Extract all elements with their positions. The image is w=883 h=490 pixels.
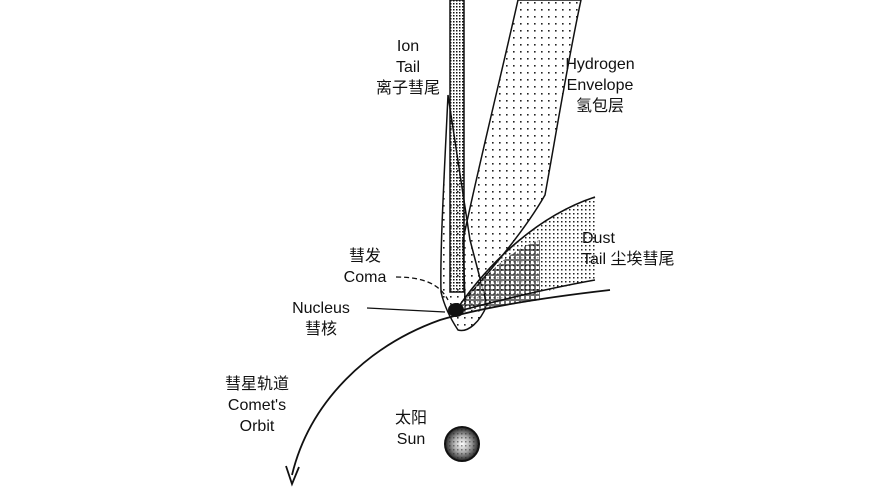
label-line: 氢包层 — [575, 98, 624, 115]
dust-tail-label: Dust Tail 尘埃彗尾 — [582, 228, 674, 270]
sun-label: 太阳 Sun — [386, 408, 436, 450]
nucleus — [448, 303, 464, 317]
label-line: Ion — [396, 38, 420, 55]
label-line: 彗星轨道 — [224, 376, 289, 393]
label-line: Dust — [582, 230, 615, 247]
label-line: Nucleus — [292, 300, 350, 317]
label-line: Coma — [343, 269, 387, 286]
ion-tail — [449, 0, 465, 293]
label-line: 彗核 — [304, 321, 337, 338]
label-line: Comet's — [227, 397, 287, 414]
label-line: 离子彗尾 — [375, 80, 440, 97]
label-line: Tail 尘埃彗尾 — [582, 251, 675, 268]
arrow-head-icon — [285, 465, 300, 487]
comet-orbit — [291, 289, 611, 476]
label-line: Sun — [396, 431, 426, 448]
coma-label: 彗发 Coma — [330, 246, 400, 288]
label-line: Hydrogen — [565, 56, 635, 73]
ion-tail-label: Ion Tail 离子彗尾 — [368, 36, 448, 99]
nucleus-label: Nucleus 彗核 — [276, 298, 366, 340]
hydrogen-envelope-label: Hydrogen Envelope 氢包层 — [545, 54, 655, 117]
label-line: Tail — [395, 59, 420, 76]
label-line: 太阳 — [394, 410, 427, 427]
label-line: Envelope — [566, 77, 634, 94]
label-line: Orbit — [239, 418, 275, 435]
label-line: 彗发 — [348, 248, 381, 265]
orbit-label: 彗星轨道 Comet's Orbit — [212, 374, 302, 437]
